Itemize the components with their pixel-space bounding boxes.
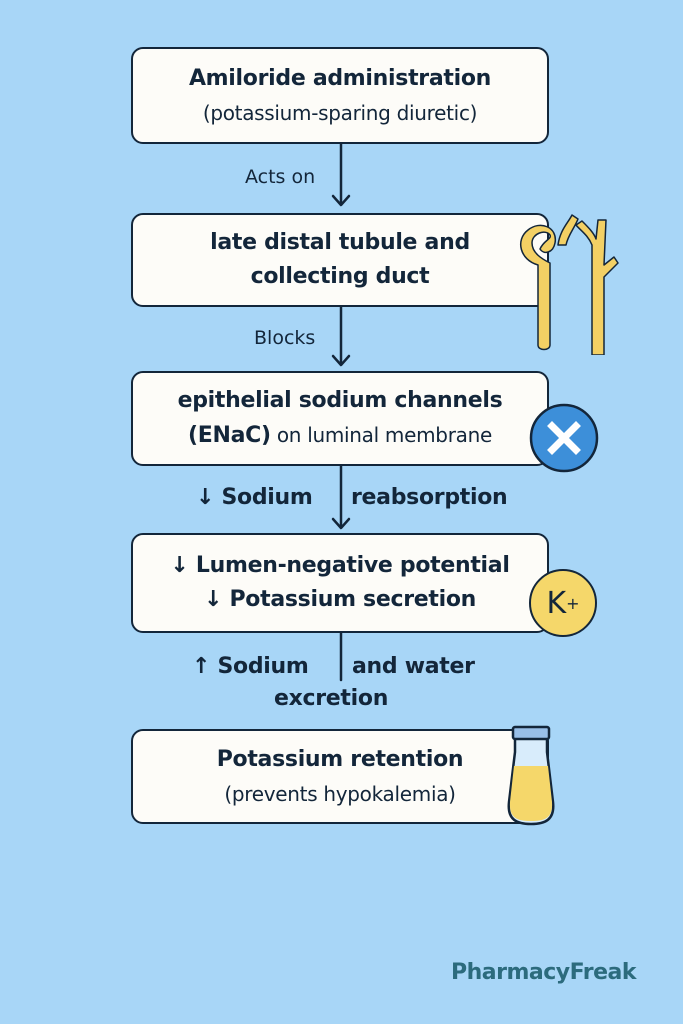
step-title: epithelial sodium channels [177, 388, 503, 413]
nephron-icon [519, 214, 619, 355]
step-subtitle: (potassium-sparing diuretic) [202, 100, 478, 125]
step-title: Potassium retention [216, 746, 464, 772]
arrow-label-sodium-decrease: ↓ Sodium [196, 485, 313, 510]
arrow-3-head [331, 517, 351, 530]
step-title: Amiloride administration [188, 65, 492, 91]
step-distal-tubule: late distal tubule and collecting duct [131, 213, 549, 307]
step-enac-channels: epithelial sodium channels (ENaC) on lum… [131, 371, 549, 466]
arrow-label-and-water: and water [352, 654, 475, 679]
step-subtitle: on luminal membrane [270, 423, 492, 447]
step-title: late distal tubule and [210, 230, 470, 255]
step-title-line2: collecting duct [250, 264, 430, 289]
potassium-ion-icon: K+ [529, 569, 597, 637]
arrow-label-excretion: excretion [274, 686, 389, 711]
step-title: ↓ Lumen-negative potential [170, 553, 510, 578]
arrow-label-sodium-increase: ↑ Sodium [192, 654, 309, 679]
watermark-logo: PharmacyFreak [451, 960, 637, 985]
enac-abbrev: (ENaC) [188, 423, 271, 448]
step-potassium-retention: Potassium retention (prevents hypokalemi… [131, 729, 549, 824]
arrow-1-head [331, 194, 351, 207]
arrow-label-reabsorption: reabsorption [351, 485, 508, 510]
potassium-symbol: K [546, 585, 567, 621]
arrow-2-head [331, 354, 351, 367]
sample-tube-icon [507, 725, 555, 826]
arrow-label-acts-on: Acts on [245, 166, 316, 188]
potassium-charge: + [566, 593, 580, 613]
step-subtitle: (prevents hypokalemia) [224, 781, 456, 806]
arrow-label-blocks: Blocks [254, 327, 316, 349]
step-amiloride-administration: Amiloride administration (potassium-spar… [131, 47, 549, 144]
step-potential-secretion: ↓ Lumen-negative potential ↓ Potassium s… [131, 533, 549, 633]
step-title-line2: ↓ Potassium secretion [203, 587, 477, 612]
blocked-x-icon [529, 403, 599, 473]
